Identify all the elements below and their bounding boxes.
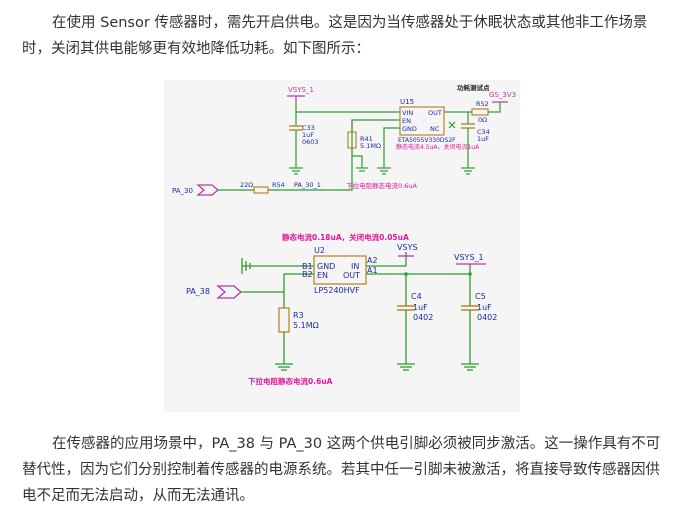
c5-value: 1uF [477, 303, 492, 312]
gs3v3-label: GS_3V3 [489, 91, 516, 99]
u2-quiescent-note: 静态电流0.18uA，关闭电流0.05uA [282, 232, 409, 242]
u2-ref: U2 [314, 246, 325, 255]
u15-pin-en: EN [402, 117, 411, 125]
u2-pin-en: EN [317, 271, 328, 280]
bottom-circuit [216, 252, 486, 371]
pa30-label: PA_30 [172, 187, 193, 195]
u2-pin-a1: A1 [367, 266, 378, 275]
u15-part: ETA5055V330DS2F [398, 137, 456, 144]
c34-ref: C34 [477, 128, 490, 136]
u2-part: LP5240HVF [314, 286, 360, 295]
pa38-label: PA_38 [186, 287, 210, 296]
c4-package: 0402 [413, 313, 433, 322]
r41-ref: R41 [360, 135, 373, 143]
schematic-svg: VSYS_1 功耗测试点 GS_3V3 U15 VIN EN GND OUT N… [172, 83, 516, 386]
c4-ref: C4 [411, 292, 422, 301]
r52-value: 0Ω [478, 116, 487, 124]
explanation-paragraph: 在传感器的应用场景中，PA_38 与 PA_30 这两个供电引脚必须被同步激活。… [22, 436, 661, 504]
u15-pin-nc: NC [430, 125, 440, 133]
vsys-label: VSYS [397, 243, 418, 252]
u2-pin-gnd: GND [317, 262, 335, 271]
u15-quiescent-note: 静态电流4.5uA，关闭电流1uA [396, 143, 480, 151]
r54-value: 22Ω [240, 181, 253, 189]
c5-ref: C5 [475, 292, 486, 301]
c33-value: 1uF [302, 131, 314, 139]
u15-pin-gnd: GND [402, 125, 417, 133]
schematic-figure: VSYS_1 功耗测试点 GS_3V3 U15 VIN EN GND OUT N… [164, 80, 520, 412]
c34-value: 1uF [477, 135, 489, 143]
r41-value: 5.1MΩ [360, 142, 381, 150]
r3-ref: R3 [293, 311, 304, 320]
vsys1-top-label: VSYS_1 [288, 86, 314, 94]
c4-value: 1uF [413, 303, 428, 312]
r52-ref: R52 [476, 100, 489, 108]
power-test-point-label: 功耗测试点 [457, 83, 490, 92]
u15-ref: U15 [400, 98, 414, 106]
u2-pin-b2: B2 [302, 270, 313, 279]
vsys1-bottom-label: VSYS_1 [454, 253, 484, 262]
r54-ref: R54 [272, 181, 285, 189]
top-pulldown-note: 下拉电阻静态电流0.6uA [346, 181, 417, 190]
c33-ref: C33 [302, 124, 315, 132]
pa30-1-net: PA_30_1 [294, 181, 321, 189]
intro-paragraph: 在使用 Sensor 传感器时，需先开启供电。这是因为当传感器处于休眠状态或其他… [22, 15, 648, 57]
r3-value: 5.1MΩ [293, 321, 319, 330]
bottom-pulldown-note: 下拉电阻静态电流0.6uA [248, 376, 333, 386]
u2-pin-a2: A2 [367, 256, 378, 265]
u15-pin-out: OUT [428, 109, 442, 117]
c5-package: 0402 [477, 313, 497, 322]
u2-pin-in: IN [351, 262, 359, 271]
c33-package: 0603 [302, 138, 319, 146]
top-circuit [196, 95, 508, 196]
u2-pin-b1: B1 [302, 262, 313, 271]
u2-pin-out: OUT [343, 271, 360, 280]
u15-pin-vin: VIN [402, 109, 413, 117]
